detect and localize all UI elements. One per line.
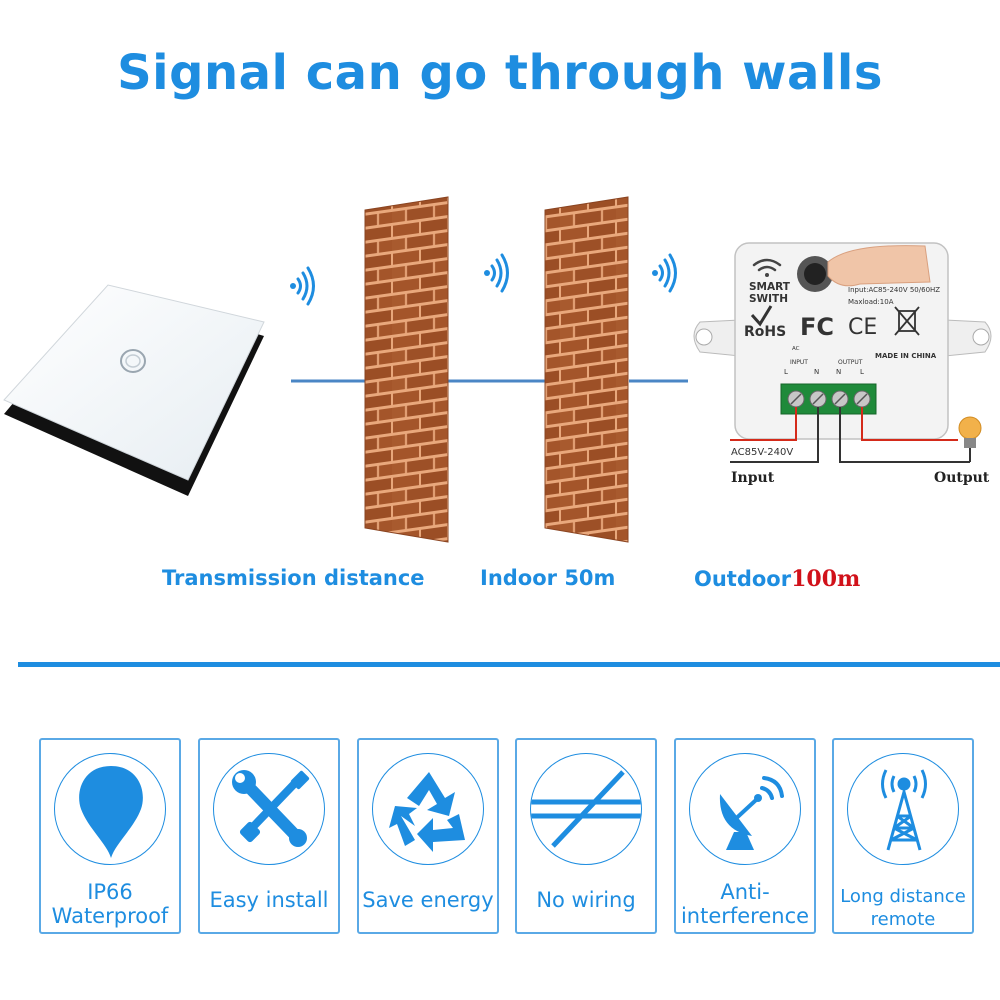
made-in-china: MADE IN CHINA [875, 352, 937, 360]
feature-card-waterproof: IP66 Waterproof [39, 738, 181, 934]
waterdrop-icon [54, 753, 166, 865]
device-brand-line1: SMART [749, 281, 791, 293]
feature-card-easy-install: Easy install [198, 738, 340, 934]
outdoor-distance-label: Outdoor100m [694, 566, 860, 592]
device-output-label: OUTPUT [838, 359, 863, 366]
terminal-n-2: N [836, 368, 841, 376]
feature-label-line2: interference [680, 904, 810, 928]
transmission-distance-label: Transmission distance [162, 566, 425, 590]
feature-label-line1: Easy install [209, 888, 329, 912]
wifi-wave-icon [484, 253, 509, 293]
recycle-icon [372, 753, 484, 865]
feature-label-line1: Save energy [362, 888, 494, 912]
touch-panel [3, 284, 265, 496]
outdoor-prefix: Outdoor [694, 567, 792, 591]
brick-wall-1 [364, 196, 449, 543]
terminal-l-2: L [860, 368, 864, 376]
illustration: SMART SWITH Input:AC85-240V 50/60HZ Maxl… [3, 196, 992, 543]
rohs-mark: RoHS [744, 324, 786, 340]
feature-label-line1: Long distance [840, 886, 966, 907]
outdoor-value: 100m [791, 566, 861, 592]
page-title: Signal can go through walls [117, 45, 883, 101]
feature-label-line1: No wiring [536, 888, 636, 912]
feature-label-line2: remote [870, 909, 936, 930]
feature-card-no-wiring: No wiring [515, 738, 657, 934]
smart-switch-device [693, 242, 992, 463]
tools-icon [213, 753, 325, 865]
device-wifi-icon [752, 258, 782, 277]
touch-button-icon [120, 349, 146, 373]
indoor-distance-label: Indoor 50m [480, 566, 616, 590]
wifi-wave-icon [290, 266, 315, 306]
feature-card-anti-interference: Anti- interference [674, 738, 816, 934]
no-wiring-icon [530, 753, 642, 865]
satellite-dish-icon [689, 753, 801, 865]
feature-card-long-distance: Long distance remote [832, 738, 974, 934]
terminal-l-1: L [784, 368, 788, 376]
device-input-label: INPUT [790, 359, 808, 366]
signal-tower-icon [847, 753, 959, 865]
wire-output-label: Output [934, 470, 990, 486]
ce-mark: CE [848, 315, 877, 340]
section-divider [18, 662, 1000, 667]
feature-label-line2: Waterproof [51, 904, 169, 928]
check-icon [750, 305, 773, 327]
weee-bin-icon [894, 306, 920, 336]
device-input-spec: Input:AC85-240V 50/60HZ [848, 286, 940, 294]
terminal-n-1: N [814, 368, 819, 376]
device-brand-line2: SWITH [749, 293, 788, 305]
fc-mark: FC [800, 313, 834, 341]
brick-wall-2 [544, 196, 629, 543]
wire-input-label: Input [731, 470, 775, 486]
device-maxload: Maxload:10A [848, 298, 894, 306]
wifi-wave-icon [652, 253, 677, 293]
feature-label-line1: Anti- [720, 880, 770, 904]
voltage-label: AC85V-240V [731, 447, 793, 458]
feature-label-line1: IP66 [87, 880, 133, 904]
light-bulb-icon [958, 416, 982, 462]
feature-card-save-energy: Save energy [357, 738, 499, 934]
device-ac: AC [792, 346, 800, 352]
